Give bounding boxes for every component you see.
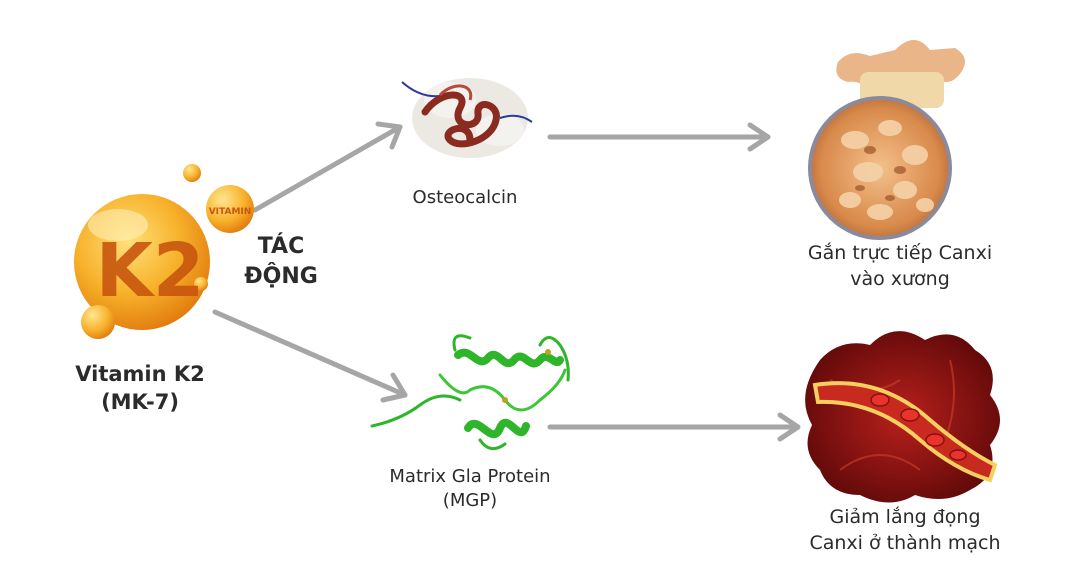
- arrow-k2-to-osteocalcin: [252, 124, 403, 213]
- osteocalcin-protein-image: [401, 78, 533, 158]
- vitamin-small-label: VITAMIN: [209, 207, 252, 217]
- arrowhead-mgp: [380, 372, 408, 403]
- bone-effect-line2: vào xương: [850, 267, 950, 290]
- action-line2: ĐỘNG: [244, 263, 318, 289]
- vessel-effect-label: Giảm lắng đọng Canxi ở thành mạch: [775, 505, 1035, 556]
- vitamin-k2-label: Vitamin K2 (MK-7): [55, 360, 225, 417]
- arrowhead-bone: [747, 122, 771, 152]
- vessel-effect-line2: Canxi ở thành mạch: [809, 531, 1001, 554]
- blood-vessel-image: [805, 331, 1000, 503]
- arrowhead-osteocalcin: [375, 121, 403, 150]
- arrow-k2-to-mgp: [212, 309, 408, 398]
- vitamin-k2-orb: K2 VITAMIN: [74, 164, 254, 339]
- mgp-protein-image: [370, 334, 570, 451]
- action-line1: TÁC: [257, 234, 305, 259]
- arrowhead-vessel: [777, 412, 801, 442]
- bone-effect-label: Gắn trực tiếp Canxi vào xương: [775, 241, 1025, 292]
- mgp-abbrev: (MGP): [442, 490, 498, 512]
- action-label: TÁC ĐỘNG: [226, 232, 336, 291]
- osteocalcin-label: Osteocalcin: [412, 187, 518, 208]
- mgp-label: Matrix Gla Protein (MGP): [350, 465, 590, 514]
- vitamin-form: (MK-7): [101, 390, 179, 415]
- k2-badge-text: K2: [96, 228, 205, 314]
- vessel-effect-line1: Giảm lắng đọng: [829, 506, 981, 528]
- mgp-name: Matrix Gla Protein: [389, 466, 551, 487]
- bone-image: [808, 40, 965, 240]
- bone-effect-line1: Gắn trực tiếp Canxi: [807, 242, 993, 264]
- vitamin-name: Vitamin K2: [75, 362, 205, 386]
